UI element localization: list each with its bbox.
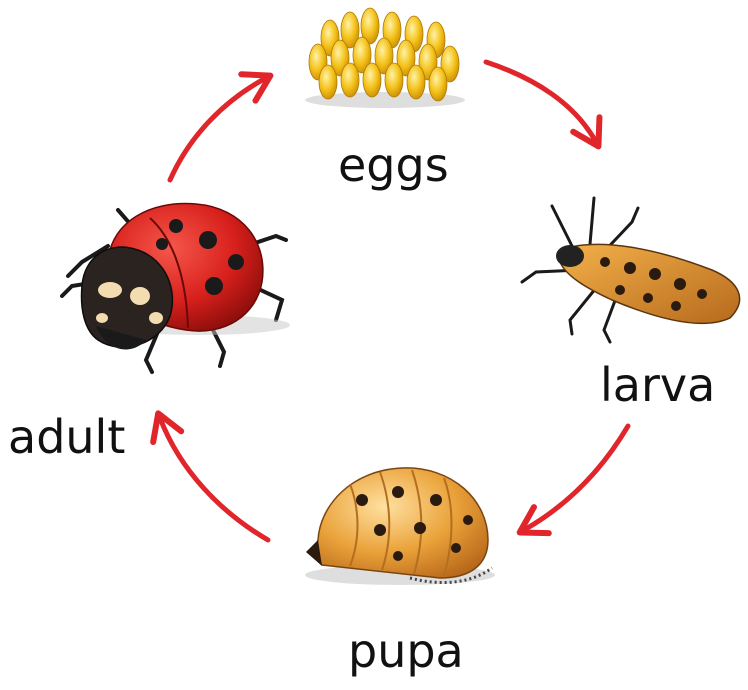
stage-label-adult: adult [8, 414, 125, 460]
stage-label-eggs: eggs [338, 142, 449, 188]
stage-label-pupa: pupa [348, 628, 464, 674]
arrow-larva-to-pupa [524, 426, 628, 530]
arrow-eggs-to-larva [486, 62, 596, 142]
ladybug-pupa-icon [305, 468, 495, 585]
arrow-pupa-to-adult [160, 418, 268, 540]
arrow-adult-to-eggs [170, 78, 266, 180]
stage-label-larva: larva [600, 362, 715, 408]
ladybug-larva-icon [522, 198, 740, 342]
egg-cluster-icon [305, 8, 465, 108]
ladybug-adult-icon [62, 204, 290, 372]
